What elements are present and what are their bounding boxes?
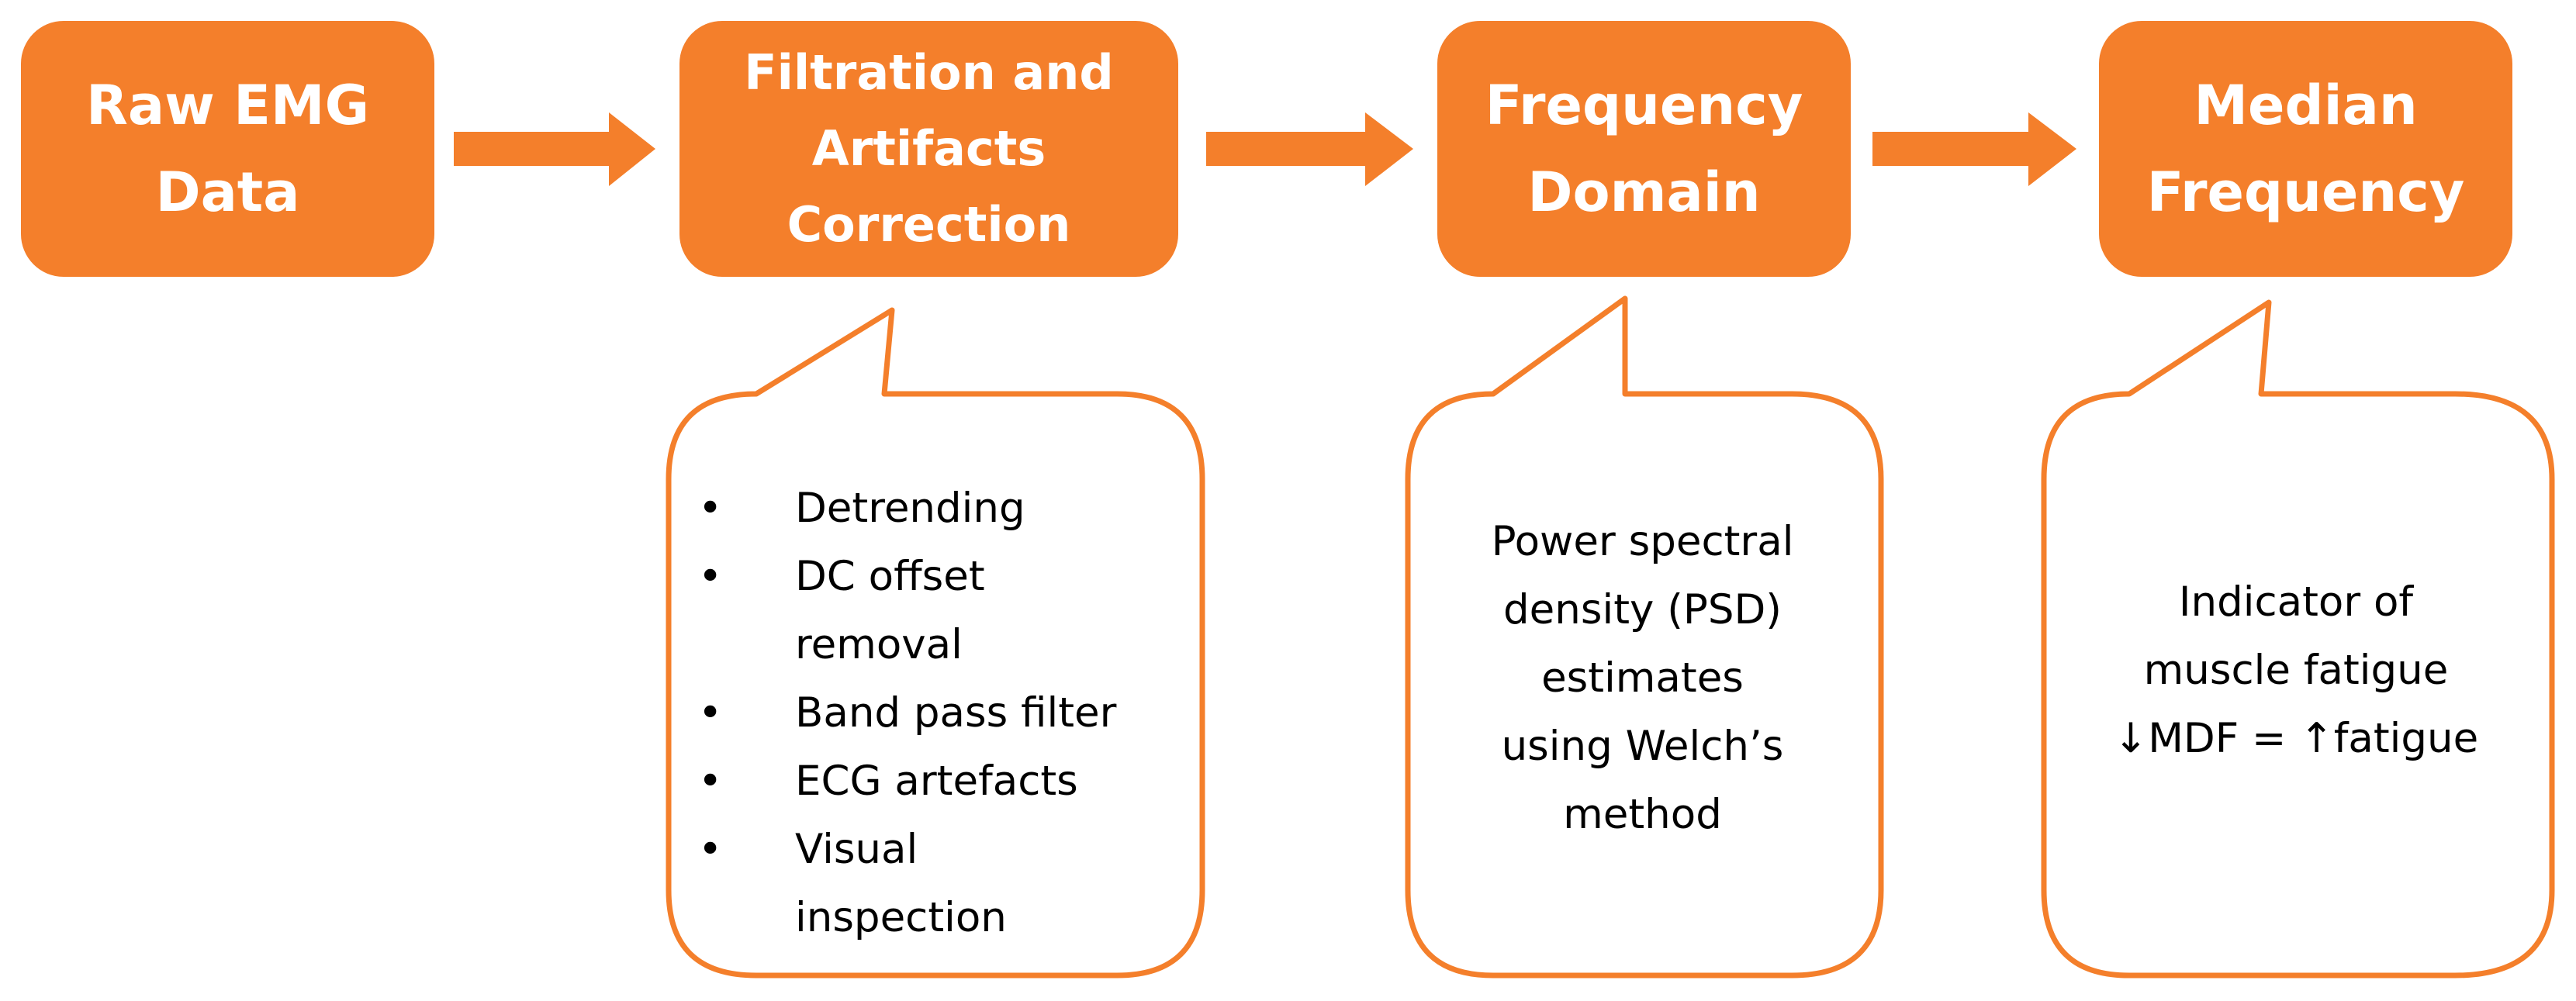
- bullet-icon: •: [698, 553, 723, 600]
- step-label-line: Raw EMG: [85, 74, 370, 137]
- step-label-line: Artifacts: [811, 120, 1046, 177]
- median-note: Indicator of muscle fatigue ↓MDF = ↑fati…: [2048, 543, 2544, 799]
- note-line: Indicator of: [2178, 578, 2414, 626]
- bullet-icon: •: [698, 485, 723, 532]
- step-label-line: Frequency: [2146, 161, 2465, 224]
- list-item: • Detrending: [675, 475, 1195, 543]
- list-item-text: Detrending: [795, 485, 1025, 532]
- step-label-filtration: Filtration and Artifacts Correction: [679, 21, 1178, 277]
- note-line: muscle fatigue: [2143, 647, 2449, 694]
- callout-median: [2041, 299, 2555, 979]
- frequency-note: Power spectral density (PSD) estimates u…: [1408, 465, 1877, 892]
- step-label-line: Correction: [787, 196, 1071, 253]
- list-item-text: removal: [795, 621, 963, 668]
- list-item-text: DC offset: [795, 553, 985, 600]
- note-line: estimates: [1541, 654, 1744, 702]
- step-box-frequency-domain: [1437, 21, 1851, 277]
- note-line: method: [1563, 791, 1722, 838]
- bullet-icon: •: [698, 689, 723, 737]
- step-label-line: Frequency: [1485, 74, 1803, 137]
- list-item-text: Band pass filter: [795, 689, 1117, 737]
- callout-frequency: [1405, 295, 1884, 979]
- filtration-note: • Detrending • DC offset removal • Band …: [675, 450, 1195, 977]
- step-label-line: Filtration and: [744, 44, 1114, 101]
- step-box-median-frequency: [2099, 21, 2512, 277]
- list-item: • ECG artefacts: [675, 747, 1195, 816]
- arrow-1: [454, 112, 655, 186]
- list-item-text: Visual: [795, 826, 918, 873]
- step-label-raw-emg: Raw EMG Data: [21, 21, 434, 277]
- list-item-text: ECG artefacts: [795, 758, 1078, 805]
- step-label-frequency-domain: Frequency Domain: [1437, 21, 1851, 277]
- note-line: Power spectral: [1491, 518, 1794, 565]
- list-item: • Band pass filter: [675, 679, 1195, 747]
- step-label-median-frequency: Median Frequency: [2099, 21, 2512, 277]
- step-label-line: Domain: [1527, 161, 1761, 224]
- filtration-steps-list: • Detrending • DC offset removal • Band …: [675, 475, 1195, 952]
- arrow-2: [1206, 112, 1413, 186]
- step-box-raw-emg: [21, 21, 434, 277]
- bullet-icon: •: [698, 758, 723, 805]
- note-line: using Welch’s: [1501, 723, 1784, 770]
- step-box-filtration: [679, 21, 1178, 277]
- note-line: density (PSD): [1503, 586, 1782, 633]
- list-item: • Visual inspection: [675, 816, 1195, 952]
- step-label-line: Data: [155, 161, 300, 224]
- bullet-icon: •: [698, 826, 723, 873]
- arrow-3: [1872, 112, 2076, 186]
- list-item-text: inspection: [795, 894, 1007, 941]
- list-item: • DC offset removal: [675, 543, 1195, 679]
- note-line: ↓MDF = ↑fatigue: [2113, 715, 2479, 762]
- step-label-line: Median: [2194, 74, 2418, 137]
- callout-filtration: [666, 307, 1205, 979]
